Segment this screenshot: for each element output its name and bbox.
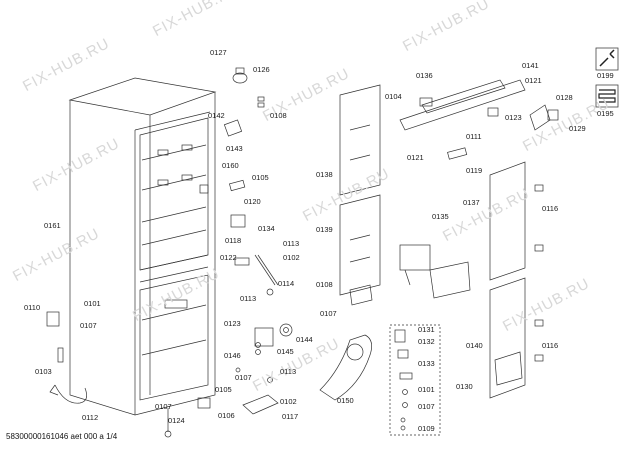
fridge-cabinet	[68, 77, 217, 416]
air-duct	[319, 334, 372, 401]
tools-icon	[595, 47, 619, 71]
fan-assembly	[399, 244, 471, 299]
part-label: 0112	[82, 413, 99, 422]
part-label: 0103	[35, 367, 52, 376]
part-label: 0141	[522, 61, 539, 70]
part-label: 0138	[316, 170, 333, 179]
part-label: 0119	[466, 166, 483, 175]
part-label: 0106	[218, 411, 235, 420]
part-label: 0145	[277, 347, 294, 356]
part-label: 0108	[316, 280, 333, 289]
part-label: 0113	[283, 239, 300, 248]
icon-code-label: 0195	[597, 109, 614, 118]
center-parts	[164, 67, 293, 438]
part-label: 0124	[168, 416, 185, 425]
part-label: 0104	[385, 92, 402, 101]
part-label: 0120	[244, 197, 261, 206]
document-footer: 58300000161046 aet 000 a 1/4	[6, 432, 118, 441]
part-label: 0116	[542, 341, 559, 350]
part-label: 0140	[466, 341, 483, 350]
part-label: 0101	[84, 299, 101, 308]
small-hardware	[389, 324, 441, 436]
part-label: 0126	[253, 65, 270, 74]
part-label: 0142	[208, 111, 225, 120]
part-label: 0139	[316, 225, 333, 234]
part-label: 0133	[418, 359, 435, 368]
part-label: 0137	[463, 198, 480, 207]
part-label: 0143	[226, 144, 243, 153]
part-label: 0132	[418, 337, 435, 346]
part-label: 0107	[155, 402, 172, 411]
part-label: 0150	[337, 396, 354, 405]
part-label: 0108	[270, 111, 287, 120]
part-label: 0113	[280, 367, 297, 376]
part-label: 0105	[252, 173, 269, 182]
part-label: 0122	[220, 253, 237, 262]
part-label: 0111	[466, 132, 482, 141]
part-label: 0110	[24, 303, 41, 312]
fridge-door-right	[489, 161, 544, 399]
part-label: 0107	[235, 373, 252, 382]
part-label: 0114	[278, 279, 295, 288]
part-label: 0116	[542, 204, 559, 213]
part-label: 0107	[80, 321, 97, 330]
part-label: 0105	[215, 385, 232, 394]
part-label: 0121	[407, 153, 424, 162]
part-label: 0118	[225, 236, 242, 245]
part-label: 0127	[210, 48, 227, 57]
part-label: 0131	[418, 325, 435, 334]
part-label: 0134	[258, 224, 275, 233]
part-label: 0109	[418, 424, 435, 433]
part-label: 0107	[418, 402, 435, 411]
part-label: 0123	[505, 113, 522, 122]
part-label: 0135	[432, 212, 449, 221]
part-label: 0102	[283, 253, 300, 262]
left-parts	[46, 311, 87, 404]
part-label: 0107	[320, 309, 337, 318]
part-label: 0123	[224, 319, 241, 328]
part-label: 0130	[456, 382, 473, 391]
part-label: 0102	[280, 397, 297, 406]
coil-icon	[595, 84, 619, 108]
part-label: 0101	[418, 385, 435, 394]
door-panels	[339, 84, 381, 306]
top-control-assembly	[399, 79, 559, 160]
part-label: 0121	[525, 76, 542, 85]
part-label: 0117	[282, 412, 299, 421]
part-label: 0113	[240, 294, 257, 303]
part-label: 0146	[224, 351, 241, 360]
part-label: 0128	[556, 93, 573, 102]
part-label: 0160	[222, 161, 239, 170]
part-label: 0161	[44, 221, 61, 230]
part-label: 0136	[416, 71, 433, 80]
part-label: 0144	[296, 335, 313, 344]
icon-code-label: 0199	[597, 71, 614, 80]
part-label: 0129	[569, 124, 586, 133]
